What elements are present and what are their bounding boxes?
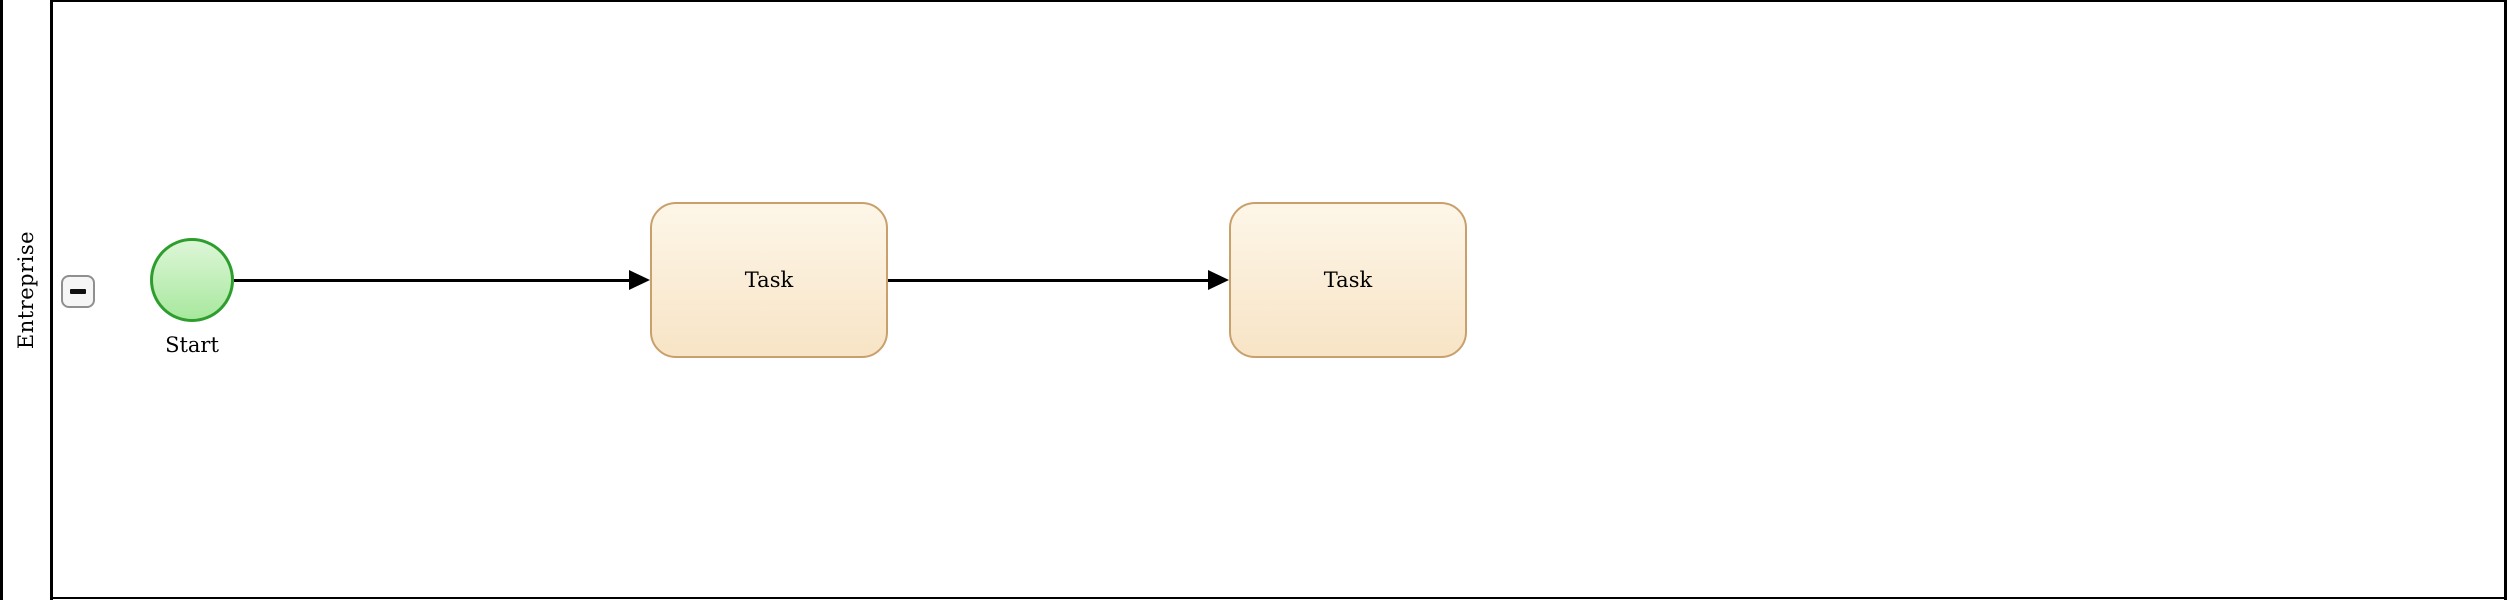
sequence-flow-1-arrowhead-icon [629,270,650,290]
start-event-node[interactable] [150,238,234,322]
sequence-flow-1[interactable] [234,279,632,282]
collapse-button[interactable] [61,275,95,308]
pool-border-left [0,0,3,600]
lane-divider [50,0,53,600]
pool-border-bottom [51,597,2507,599]
minus-icon [70,289,86,294]
start-event-label: Start [165,333,219,357]
pool-border-right [2504,0,2507,600]
task-node-1[interactable]: Task [650,202,888,358]
task-2-label: Task [1323,268,1373,292]
lane-label: Entreprise [14,230,38,350]
sequence-flow-2-arrowhead-icon [1208,270,1229,290]
pool-border-top [51,0,2507,2]
task-node-2[interactable]: Task [1229,202,1467,358]
sequence-flow-2[interactable] [888,279,1211,282]
task-1-label: Task [744,268,794,292]
